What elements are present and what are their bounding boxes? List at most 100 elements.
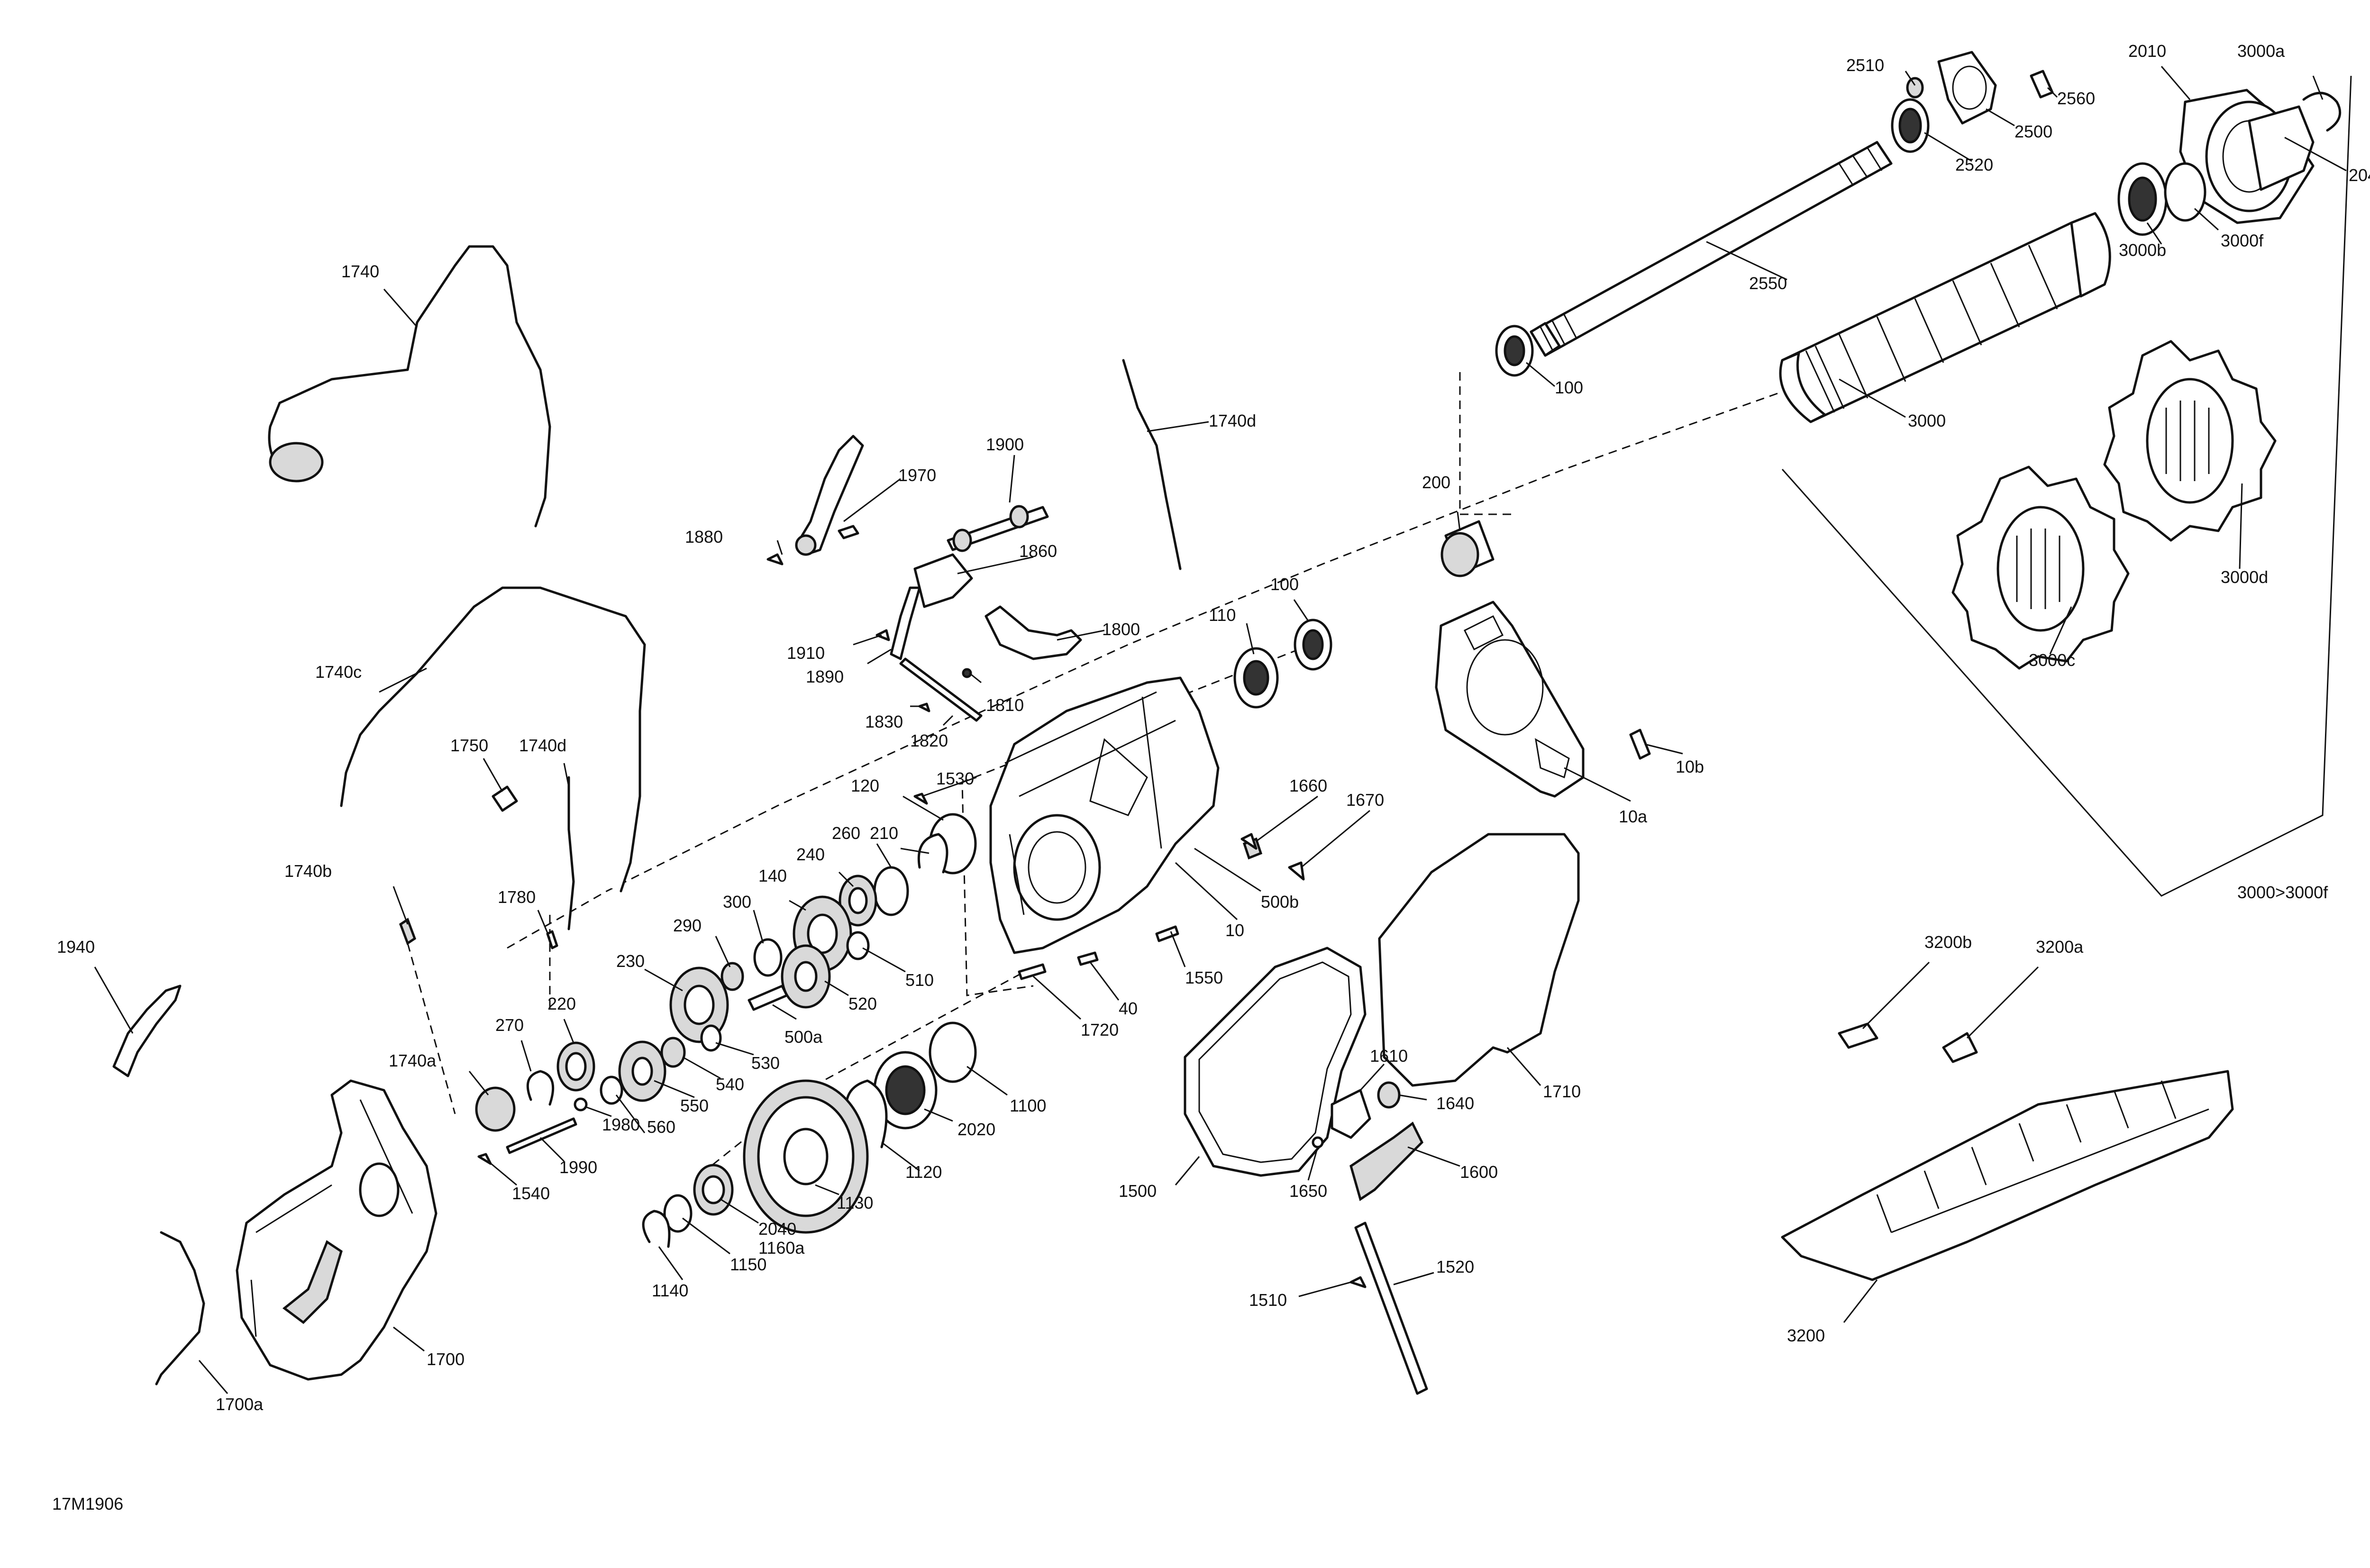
leader-lines xyxy=(94,66,2347,1394)
o-ring-1150 xyxy=(663,1194,693,1233)
harness-1740c xyxy=(340,586,646,893)
driveshaft-3000 xyxy=(1779,212,2111,423)
callout-550: 550 xyxy=(680,1096,709,1115)
bolt-1880-small xyxy=(766,553,784,565)
harness-1740d-top xyxy=(1122,359,1182,570)
callout-270: 270 xyxy=(495,1015,524,1035)
pin-1510 xyxy=(1349,1276,1367,1288)
circlip-3000a xyxy=(2302,91,2342,132)
output-shaft-2550 xyxy=(1530,141,1893,357)
pin-1810 xyxy=(962,668,972,678)
callout-530: 530 xyxy=(751,1053,780,1073)
callout-230: 230 xyxy=(616,951,645,971)
callout-3000a: 3000a xyxy=(2237,41,2285,61)
bolt-2560 xyxy=(2030,70,2054,99)
sprocket-gear-1130 xyxy=(743,1079,869,1234)
o-ring-1100 xyxy=(929,1021,977,1083)
callout-1740d-mid: 1740d xyxy=(519,736,566,755)
bearing-540 xyxy=(660,1037,686,1068)
callout-1540: 1540 xyxy=(512,1184,550,1203)
bolt-1990 xyxy=(506,1117,577,1154)
callout-110: 110 xyxy=(1209,605,1236,625)
bearing-3000b xyxy=(2117,162,2168,236)
shaft-500a xyxy=(747,985,788,1011)
shift-lever-1880 xyxy=(795,435,864,556)
circlip-270 xyxy=(526,1070,555,1106)
callout-1150: 1150 xyxy=(730,1255,766,1274)
bearing-2040-low xyxy=(693,1164,734,1216)
bearing-110 xyxy=(1233,647,1279,709)
callout-1890: 1890 xyxy=(806,667,844,686)
callout-500a: 500a xyxy=(784,1027,823,1047)
callout-2010: 2010 xyxy=(2128,41,2166,61)
gear-230 xyxy=(669,966,729,1043)
callout-1740d-top: 1740d xyxy=(1209,411,1256,430)
callout-3200: 3200 xyxy=(1787,1326,1825,1345)
callout-1820: 1820 xyxy=(910,731,948,750)
callout-220: 220 xyxy=(547,994,576,1013)
spacer-200 xyxy=(1440,520,1495,577)
callout-1740: 1740 xyxy=(341,262,379,281)
chaincase-housing-1700 xyxy=(236,1079,438,1381)
harness-1700a xyxy=(155,1231,205,1386)
gasket-10a xyxy=(1435,601,1585,798)
bracket-1860 xyxy=(913,553,973,608)
callout-1910: 1910 xyxy=(787,643,825,663)
callout-3000: 3000 xyxy=(1908,411,1946,430)
clip-3200a xyxy=(1942,1032,1978,1063)
callout-1510: 1510 xyxy=(1249,1290,1287,1310)
bearing-housing-2010 xyxy=(2179,89,2315,224)
callout-2040: 2040 xyxy=(2349,165,2370,185)
callout-1530: 1530 xyxy=(936,769,974,788)
gear-520 xyxy=(781,944,831,1009)
callout-3000c: 3000c xyxy=(2029,650,2075,670)
circlip-210 xyxy=(917,833,948,874)
cap-1740a xyxy=(475,1086,516,1132)
callout-1740c: 1740c xyxy=(315,662,362,682)
callout-1160a: 1160a xyxy=(758,1238,805,1258)
bearing-260 xyxy=(873,866,909,916)
callout-1860: 1860 xyxy=(1019,541,1057,561)
callout-2510: 2510 xyxy=(1846,55,1884,75)
callout-1500: 1500 xyxy=(1119,1181,1157,1201)
callout-2500: 2500 xyxy=(2014,122,2052,141)
callout-1120: 1120 xyxy=(905,1162,942,1182)
bolt-1720 xyxy=(1018,963,1047,980)
harness-1740d-mid xyxy=(567,776,575,930)
clip-3200b xyxy=(1838,1022,1878,1049)
pin-1650 xyxy=(1312,1136,1324,1149)
pin-1910 xyxy=(875,629,890,641)
callout-3000d: 3000d xyxy=(2221,567,2268,587)
sprocket-3000d xyxy=(2103,340,2277,542)
link-1820 xyxy=(899,657,983,722)
callout-1100: 1100 xyxy=(1010,1096,1046,1115)
bolt-500b xyxy=(1240,833,1258,850)
callout-300: 300 xyxy=(723,892,751,912)
callout-100-mid: 100 xyxy=(1270,574,1299,594)
diagram-code: 17M1906 xyxy=(52,1494,123,1513)
callout-1740a: 1740a xyxy=(389,1051,437,1070)
callout-1710: 1710 xyxy=(1543,1082,1581,1101)
fork-1800 xyxy=(984,605,1082,660)
callout-1610: 1610 xyxy=(1370,1046,1408,1066)
callout-3000b: 3000b xyxy=(2119,240,2166,260)
ring-300 xyxy=(753,938,783,977)
callout-1830: 1830 xyxy=(865,712,903,731)
rod-1520 xyxy=(1354,1222,1428,1395)
gasket-1710 xyxy=(1378,833,1580,1087)
callout-540: 540 xyxy=(716,1075,744,1094)
callout-3000-to-3000f: 3000>3000f xyxy=(2237,883,2328,902)
callout-10b: 10b xyxy=(1676,757,1704,776)
link-1890 xyxy=(890,586,921,660)
callout-290: 290 xyxy=(673,916,702,935)
callout-3200a: 3200a xyxy=(2036,937,2084,957)
callout-3200b: 3200b xyxy=(1924,932,1972,952)
callout-510: 510 xyxy=(905,970,934,990)
screw-1540 xyxy=(477,1153,492,1165)
callout-1970: 1970 xyxy=(898,465,936,485)
seal-100-top xyxy=(1495,325,1534,377)
washer-1550 xyxy=(1155,925,1179,942)
callout-140: 140 xyxy=(758,866,787,885)
callout-1750: 1750 xyxy=(450,736,488,755)
callout-1520: 1520 xyxy=(1436,1257,1474,1276)
